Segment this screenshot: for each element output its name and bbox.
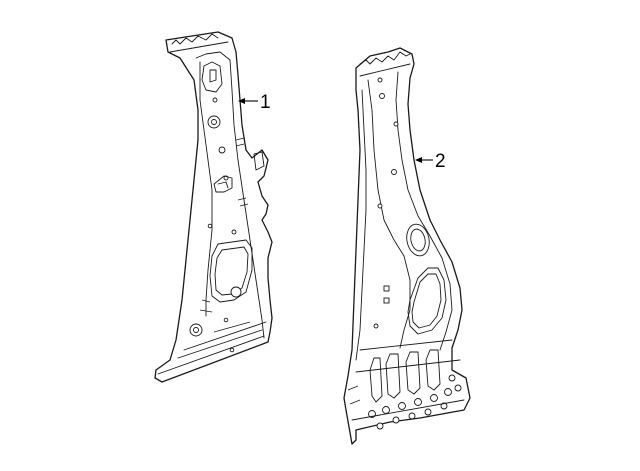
leader-arrowhead [238, 98, 245, 104]
pillar-part-2[interactable] [343, 47, 471, 445]
pillar-part-1[interactable] [154, 31, 273, 383]
callout-2-label: 2 [435, 151, 446, 172]
callout-2: 2 [415, 151, 446, 172]
callout-1: 1 [238, 92, 271, 113]
leader-arrowhead [415, 157, 422, 163]
callout-1-label: 1 [260, 92, 271, 113]
